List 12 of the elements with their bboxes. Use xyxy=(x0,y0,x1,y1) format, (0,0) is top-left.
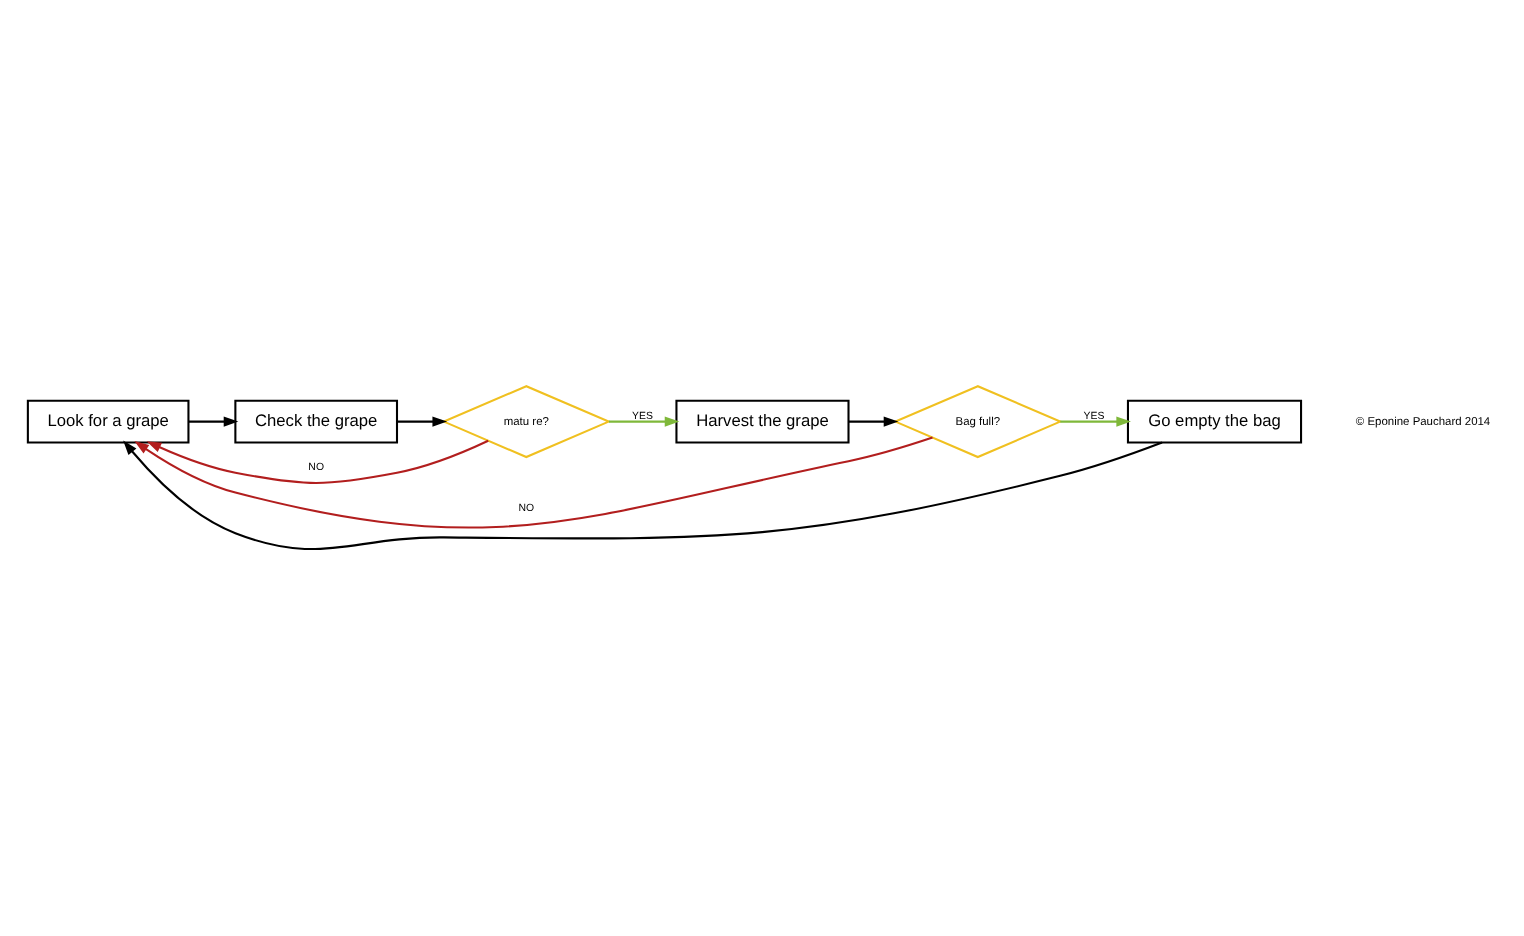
node-box: Check the grape xyxy=(233,399,398,444)
arrow xyxy=(607,416,679,427)
node-box: Go empty the bag xyxy=(1125,399,1302,444)
node-box: Harvest the grape xyxy=(674,399,849,444)
arrow xyxy=(187,416,238,427)
arrow xyxy=(145,439,488,484)
arrow xyxy=(122,440,1162,550)
node-box: Look for a grape xyxy=(25,399,189,444)
arrow xyxy=(396,416,447,427)
arrow xyxy=(847,416,898,427)
arrow xyxy=(1059,416,1130,427)
arrow xyxy=(133,436,932,529)
